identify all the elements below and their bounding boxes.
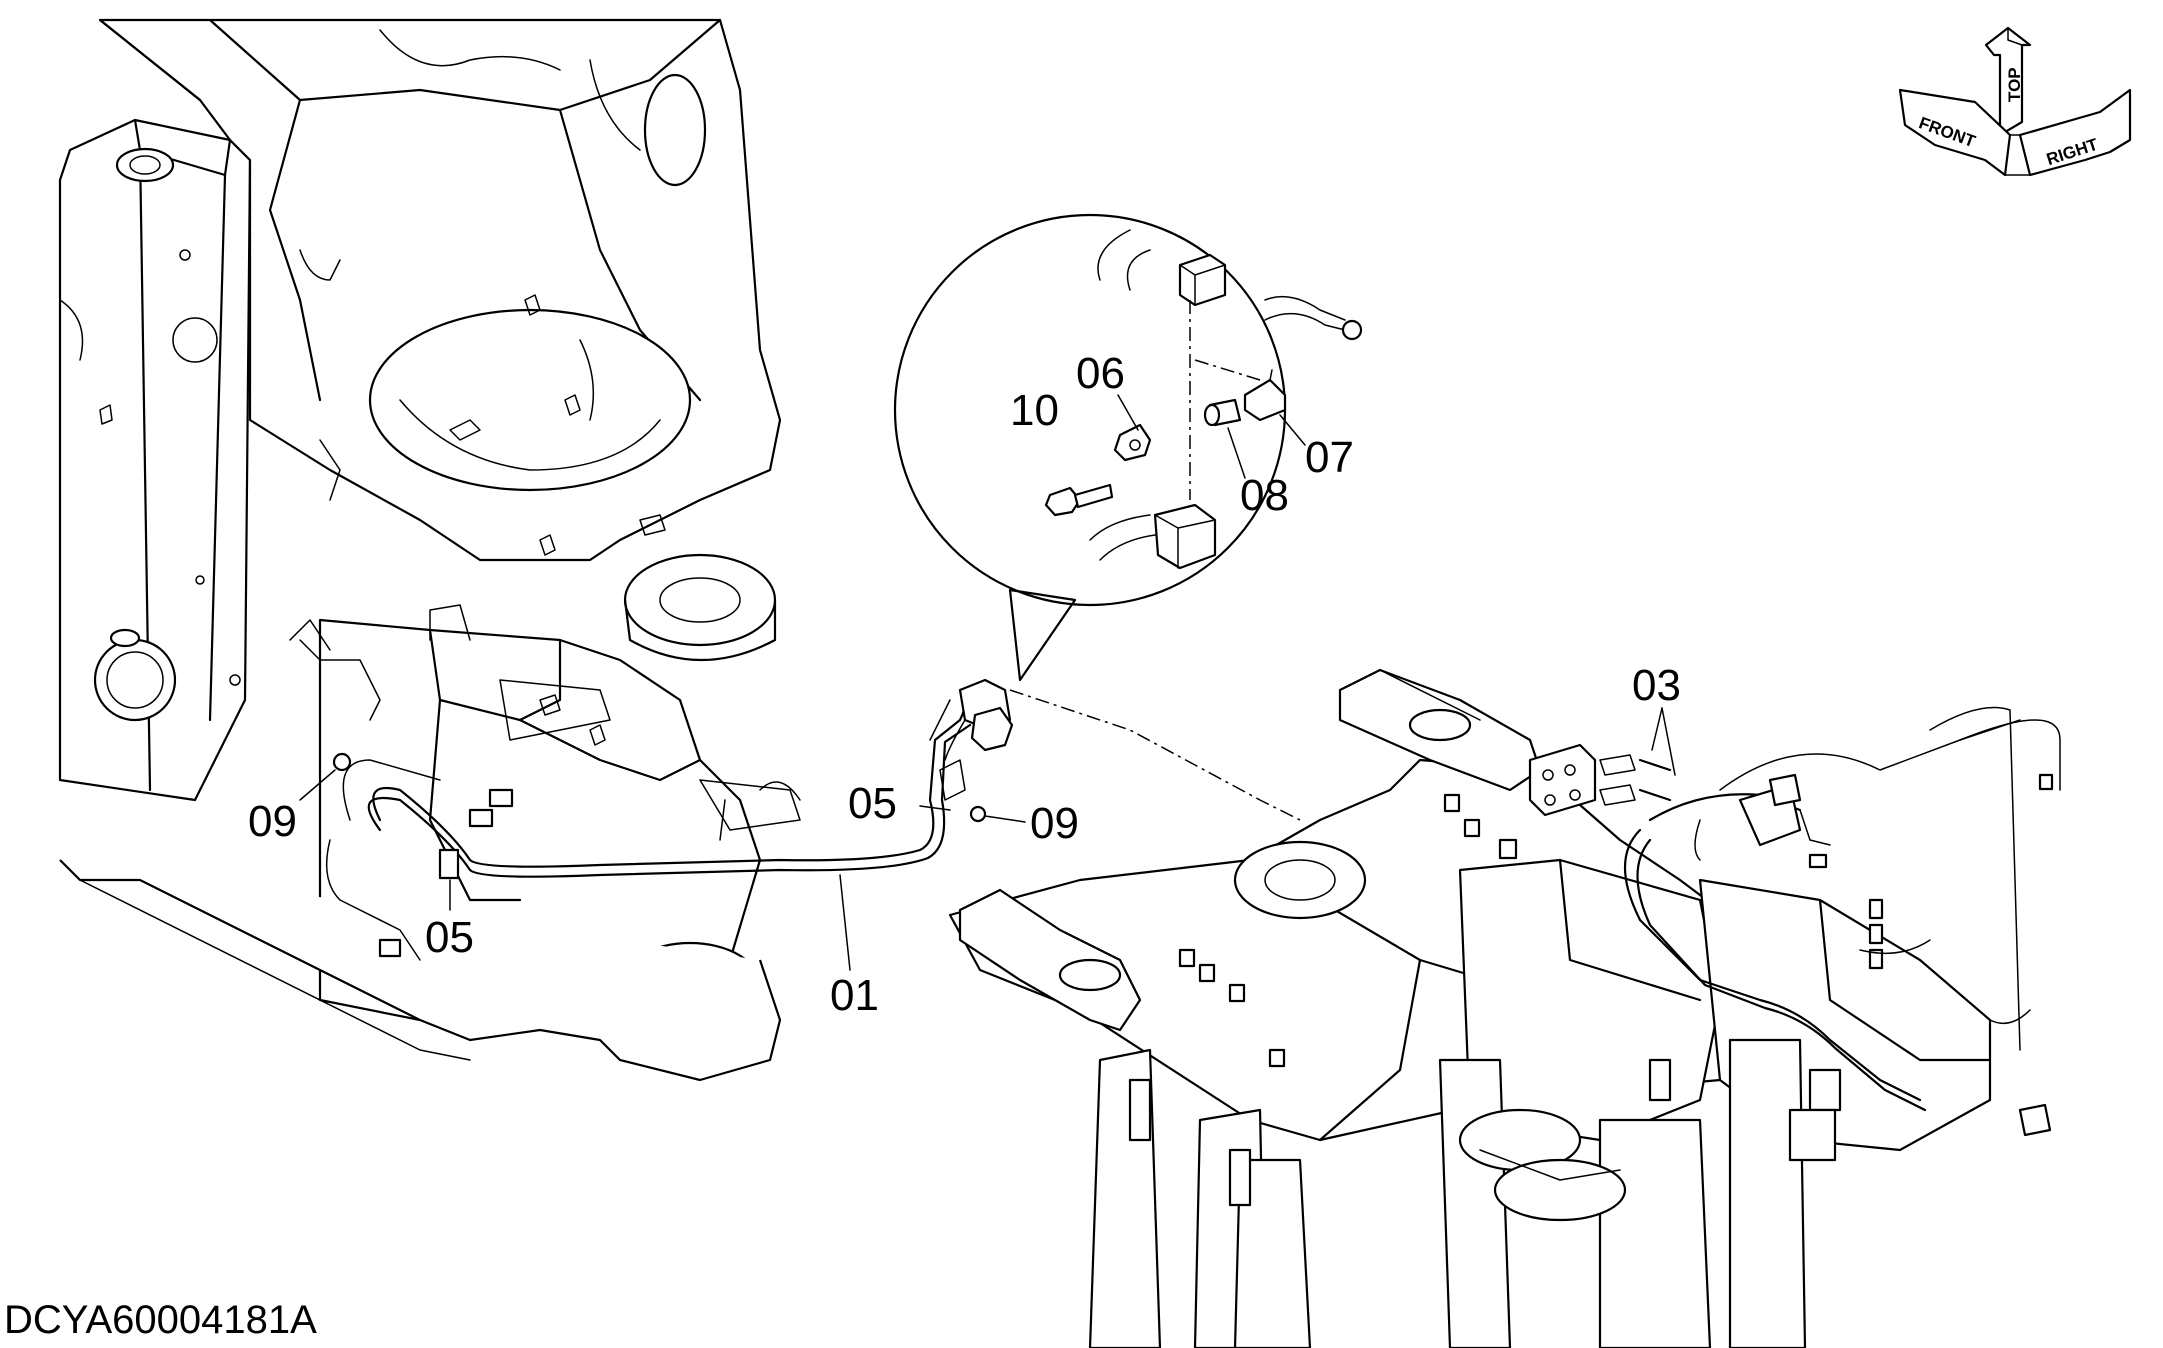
callout-09-right: 09 xyxy=(1030,799,1079,848)
callout-03: 03 xyxy=(1632,661,1681,710)
leader-09-right xyxy=(984,815,1026,823)
orientation-top-label: TOP xyxy=(2005,67,2024,102)
callout-08: 08 xyxy=(1240,471,1289,520)
leader-08 xyxy=(1227,427,1246,479)
callout-labels: 10 06 07 08 09 05 01 05 09 03 xyxy=(248,349,1681,1020)
leader-07 xyxy=(1279,414,1306,446)
leader-06 xyxy=(1117,394,1139,431)
upper-frame xyxy=(948,668,2061,1348)
callout-01: 01 xyxy=(830,971,879,1020)
wire-harness-01 xyxy=(325,678,1014,961)
swing-post-bracket xyxy=(58,18,801,1082)
callout-05-left: 05 xyxy=(425,913,474,962)
leader-01 xyxy=(839,874,851,971)
callout-09-left: 09 xyxy=(248,797,297,846)
callout-05-right: 05 xyxy=(848,779,897,828)
orientation-indicator: FRONT TOP RIGHT xyxy=(1898,26,2132,177)
leader-03a xyxy=(1651,707,1663,751)
leader-05-right xyxy=(919,805,951,811)
callout-10: 10 xyxy=(1010,386,1059,435)
leader-03b xyxy=(1661,707,1676,776)
callout-06: 06 xyxy=(1076,349,1125,398)
detail-view-circle xyxy=(893,213,1363,821)
drawing-code: DCYA60004181A xyxy=(4,1298,317,1342)
callout-07: 07 xyxy=(1305,433,1354,482)
leader-09-left xyxy=(299,769,336,801)
